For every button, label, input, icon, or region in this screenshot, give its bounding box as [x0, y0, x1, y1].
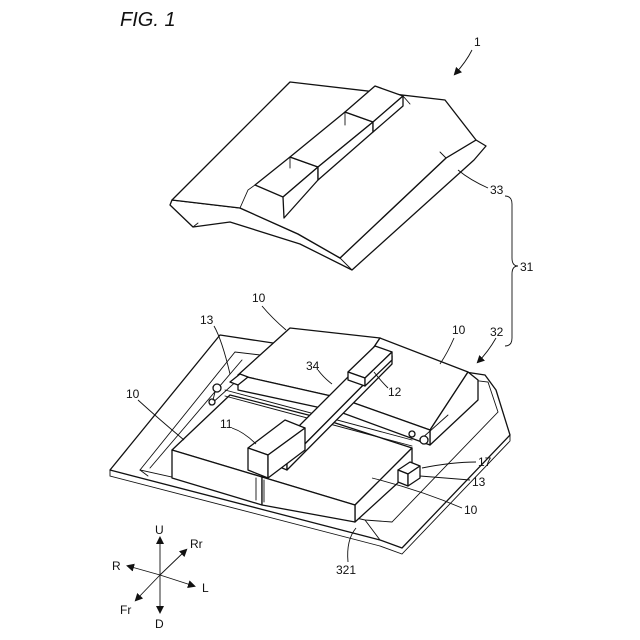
label-tray-floor: 321	[336, 563, 356, 577]
label-clip: 17	[478, 455, 492, 469]
axis-right-label: R	[112, 559, 121, 573]
label-module-front-left: 10	[126, 387, 140, 401]
cover	[170, 82, 486, 270]
label-block-front: 11	[220, 417, 233, 431]
label-tray: 32	[490, 325, 504, 339]
axis-down-label: D	[155, 617, 164, 631]
label-bracket-rear: 13	[200, 313, 214, 327]
label-module-rear-right: 10	[452, 323, 466, 337]
axis-left-label: L	[202, 581, 209, 595]
label-bar: 34	[306, 359, 320, 373]
figure-title: FIG. 1	[120, 9, 176, 31]
direction-axes: U D R L Rr Fr	[112, 523, 209, 631]
label-cover: 33	[490, 183, 504, 197]
label-module-rear-left: 10	[252, 291, 266, 305]
label-case: 31	[520, 260, 534, 274]
axis-rear-label: Rr	[190, 537, 203, 551]
label-bracket-front: 13	[472, 475, 486, 489]
axis-up-label: U	[155, 523, 164, 537]
axis-front-label: Fr	[120, 603, 131, 617]
label-block-rear: 12	[388, 385, 402, 399]
label-module-front-right: 10	[464, 503, 478, 517]
label-assembly: 1	[474, 35, 481, 49]
